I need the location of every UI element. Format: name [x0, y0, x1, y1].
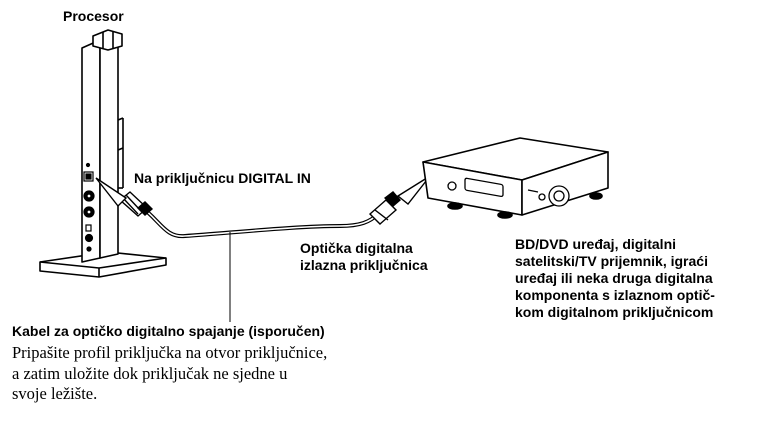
description-line1: Pripašite profil priključka na otvor pri…	[12, 343, 328, 362]
device-line3: uređaj ili neka druga digitalna	[515, 270, 713, 286]
device-line1: BD/DVD uređaj, digitalni	[515, 236, 677, 252]
device-label: BD/DVD uređaj, digitalni satelitski/TV p…	[515, 236, 715, 321]
digital-in-arrow	[95, 177, 128, 208]
processor-plug	[118, 191, 154, 217]
optical-out-arrow	[396, 175, 431, 205]
cable-description: Pripašite profil priključka na otvor pri…	[12, 343, 327, 405]
processor-connectors	[83, 162, 95, 252]
optical-out-label: Optička digitalna izlazna priključnica	[300, 240, 428, 274]
processor-label: Procesor	[63, 8, 124, 24]
optical-out-line1: Optička digitalna	[300, 240, 413, 256]
optical-cable	[138, 204, 380, 239]
digital-in-label: Na priključnicu DIGITAL IN	[134, 170, 311, 186]
optical-out-line2: izlazna priključnica	[300, 257, 428, 273]
device-line2: satelitski/TV prijemnik, igraći	[515, 253, 708, 269]
device-plug	[368, 191, 401, 225]
description-line2: a zatim uložite dok priključak ne sjedne…	[12, 363, 288, 383]
bd-dvd-device	[422, 137, 609, 219]
processor-unit	[39, 29, 167, 278]
cable-title: Kabel za optičko digitalno spajanje (isp…	[12, 323, 325, 339]
device-line4: komponenta s izlaznom optič-	[515, 287, 715, 303]
device-line5: kom digitalnom priključnicom	[515, 304, 714, 320]
description-line3: svoje ležište.	[12, 384, 98, 403]
device-front-controls	[447, 177, 570, 207]
